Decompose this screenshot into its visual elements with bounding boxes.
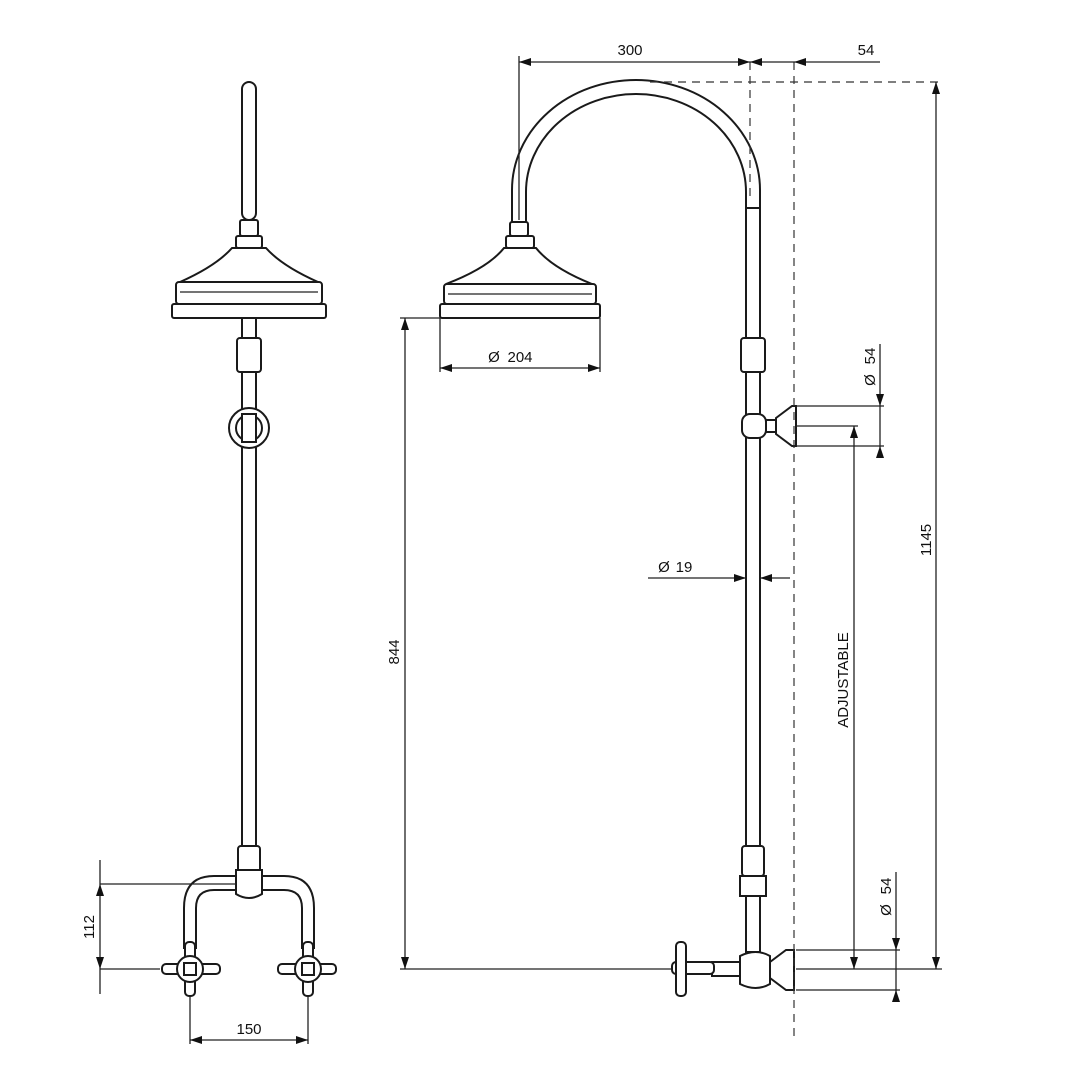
rose-diameter-label: 204 [507,349,532,366]
side-lower-coupling [741,845,765,877]
rose-height-dimension: 844 [386,317,672,970]
rose-diameter-dimension: Ø 204 [439,318,601,372]
side-mixer-body [671,941,795,997]
lower-flange-symbol: Ø [878,904,895,916]
upper-flange-dimension: Ø 54 [796,344,884,458]
adjustable-dimension: ADJUSTABLE [796,425,858,970]
arm-offset-dimension: 54 [750,42,880,66]
overall-height-label: 1145 [918,524,935,556]
inlet-height-label: 112 [81,915,98,939]
adjustable-label: ADJUSTABLE [835,632,852,728]
arm-reach-label: 300 [617,42,642,59]
front-tap-right [277,941,337,997]
rose-diameter-symbol: Ø [488,349,500,366]
lower-flange-label: 54 [878,878,895,895]
upper-flange-label: 54 [862,348,879,365]
upper-flange-symbol: Ø [862,374,879,386]
riser-diameter-label: 19 [676,559,693,576]
riser-diameter-symbol: Ø [658,559,670,576]
side-riser [745,207,761,953]
arm-reach-dimension: 300 [518,42,750,220]
riser-diameter-dimension: Ø 19 [648,559,790,582]
front-arm-stub [241,81,257,221]
front-arm-nut [239,219,259,237]
side-view: 300 54 Ø 204 844 [386,42,942,1040]
inlet-centres-dimension: 150 [189,996,309,1044]
inlet-centres-label: 150 [236,1021,261,1038]
front-riser [241,317,257,859]
front-shower-rose [171,235,327,319]
rose-height-label: 844 [386,639,403,664]
lower-flange-dimension: Ø 54 [796,872,900,1002]
side-shower-rose [439,235,601,319]
arm-offset-label: 54 [858,42,875,59]
side-riser-coupling [740,337,766,373]
front-wall-bracket [228,407,270,449]
overall-height-dimension: 1145 [858,82,942,970]
front-tap-left [161,941,221,997]
side-upper-bracket [741,405,797,447]
front-riser-coupling [236,337,262,373]
side-gooseneck-arm [511,79,761,223]
inlet-height-dimension: 112 [81,860,236,994]
front-view: 112 150 [81,81,337,1044]
